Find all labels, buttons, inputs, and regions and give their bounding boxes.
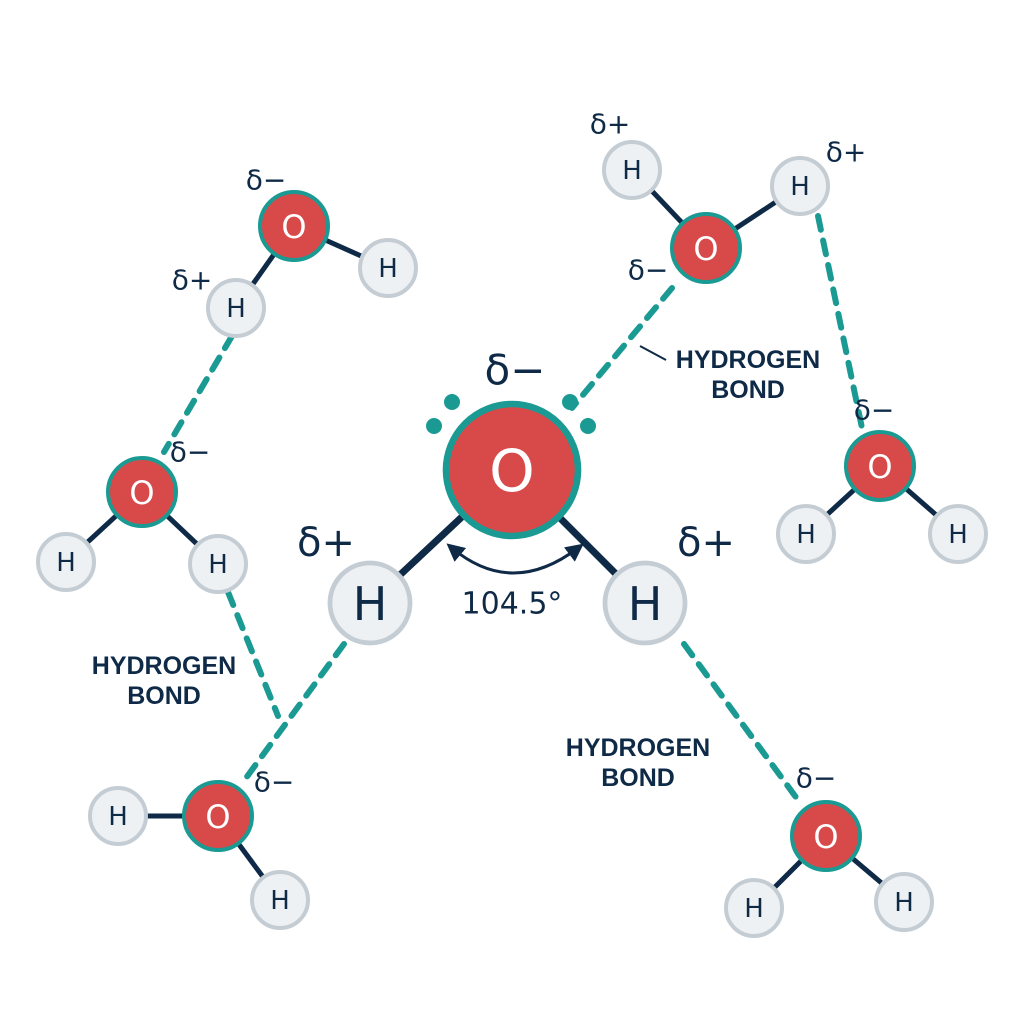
- water-top-left-oxygen-partial-charge: δ−: [246, 164, 287, 197]
- hydrogen-bond-dashed-line: [569, 285, 675, 411]
- hydrogen-symbol: H: [108, 802, 128, 832]
- water-top-left-hydrogen-atom-2: H: [358, 238, 418, 298]
- hydrogen-bond-dashed-line: [815, 213, 865, 431]
- lone-pair-dot: [562, 394, 578, 410]
- central-hydrogen-atom-2: H: [602, 560, 688, 646]
- water-top-right-hydrogen-atom-1: H: [602, 140, 662, 200]
- lone-pair-dot: [426, 418, 442, 434]
- water-right-hydrogen-atom-1: H: [776, 504, 836, 564]
- water-top-right-oxygen-atom: O: [670, 212, 742, 284]
- caption-line: HYDROGEN: [566, 734, 710, 762]
- water-top-left-oxygen-atom: O: [258, 190, 330, 262]
- hydrogen-symbol: H: [622, 156, 642, 186]
- caption-line: BOND: [711, 376, 785, 404]
- bond-angle-label: 104.5°: [462, 587, 563, 622]
- oxygen-symbol: O: [867, 448, 892, 486]
- water-bottom-left-hydrogen-atom-2: H: [250, 870, 310, 930]
- hydrogen-bond-dashed-line: [681, 641, 801, 803]
- hydrogen-symbol: H: [790, 172, 810, 202]
- oxygen-symbol: O: [281, 208, 306, 246]
- hydrogen-symbol: H: [226, 294, 246, 324]
- oxygen-symbol: O: [813, 818, 838, 856]
- central-hydrogen-partial-charge-1: δ+: [297, 520, 355, 566]
- oxygen-symbol: O: [693, 230, 718, 268]
- hydrogen-symbol: H: [208, 550, 228, 580]
- water-left-hydrogen-atom-2: H: [188, 534, 248, 594]
- water-bottom-right-hydrogen-atom-1: H: [724, 878, 784, 938]
- water-bottom-right-hydrogen-atom-2: H: [874, 872, 934, 932]
- caption-line: HYDROGEN: [92, 652, 236, 680]
- oxygen-symbol: O: [489, 437, 535, 505]
- hydrogen-symbol: H: [56, 548, 76, 578]
- hydrogen-bond-dashed-line: [225, 589, 281, 719]
- hydrogen-bond-layer: [161, 213, 865, 803]
- water-left-hydrogen-atom-1: H: [36, 532, 96, 592]
- central-oxygen-partial-charge: δ−: [485, 346, 546, 395]
- caption-line: BOND: [601, 764, 675, 792]
- caption-line: HYDROGEN: [676, 346, 820, 374]
- lone-pair-dot: [580, 418, 596, 434]
- hydrogen-symbol: H: [894, 888, 914, 918]
- label-layer: δ−δ+δ+104.5°δ+δ−δ+δ+δ−δ−δ−δ−δ−HYDROGENBO…: [92, 108, 895, 799]
- water-left-oxygen-partial-charge: δ−: [170, 436, 211, 469]
- water-right-oxygen-atom: O: [844, 430, 916, 502]
- hydrogen-symbol: H: [628, 577, 663, 631]
- water-right-oxygen-partial-charge: δ−: [854, 394, 895, 427]
- atom-layer: O H H O H H O H H O H H O H H O H H O H H: [36, 140, 988, 938]
- water-bottom-left-oxygen-atom: O: [182, 780, 254, 852]
- bond-angle-arc-icon: [446, 543, 584, 575]
- water-bottom-left-hydrogen-atom-1: H: [88, 786, 148, 846]
- water-top-right-hydrogen-partial-charge: δ+: [590, 108, 631, 141]
- hydrogen-bond-dashed-line: [161, 333, 235, 455]
- water-left-oxygen-atom: O: [106, 456, 178, 528]
- hydrogen-symbol: H: [948, 520, 968, 550]
- water-bottom-right-oxygen-partial-charge: δ−: [796, 762, 837, 795]
- caption-leader-line: [639, 345, 667, 361]
- hydrogen-symbol: H: [270, 886, 290, 916]
- central-oxygen-atom: O: [442, 400, 582, 540]
- central-hydrogen-partial-charge-2: δ+: [677, 520, 735, 566]
- caption-line: BOND: [127, 682, 201, 710]
- hydrogen-symbol: H: [796, 520, 816, 550]
- hydrogen-bond-dashed-line: [243, 641, 347, 781]
- water-bottom-left-oxygen-partial-charge: δ−: [254, 766, 295, 799]
- oxygen-symbol: O: [129, 474, 154, 512]
- water-top-left-hydrogen-partial-charge: δ+: [172, 264, 213, 297]
- water-right-hydrogen-atom-2: H: [928, 504, 988, 564]
- hydrogen-symbol: H: [353, 577, 388, 631]
- oxygen-symbol: O: [205, 798, 230, 836]
- central-hydrogen-atom-1: H: [327, 560, 413, 646]
- hydrogen-symbol: H: [378, 254, 398, 284]
- water-top-right-hydrogen-atom-2: H: [770, 156, 830, 216]
- water-top-right-hydrogen-partial-charge: δ+: [826, 136, 867, 169]
- water-top-left-hydrogen-atom-1: H: [206, 278, 266, 338]
- water-top-right-oxygen-partial-charge: δ−: [628, 254, 669, 287]
- hydrogen-symbol: H: [744, 894, 764, 924]
- lone-pair-dot: [444, 394, 460, 410]
- water-bottom-right-oxygen-atom: O: [790, 800, 862, 872]
